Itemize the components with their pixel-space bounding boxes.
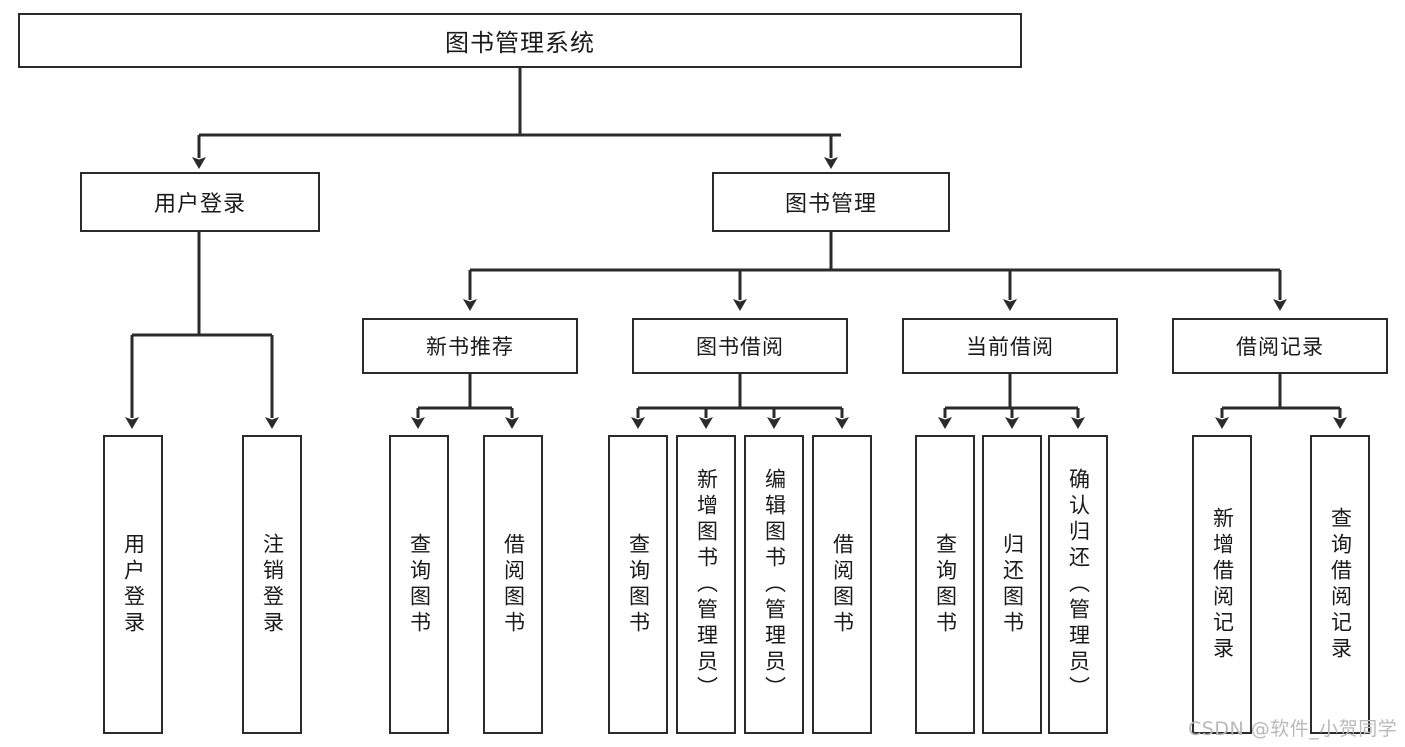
node-label: 图书借阅 [696, 335, 784, 359]
leaf-user-login[interactable]: 用户登录 [103, 435, 163, 734]
leaf-query-book-3[interactable]: 查询图书 [915, 435, 975, 734]
node-label: 借阅图书 [501, 532, 526, 637]
leaf-add-book[interactable]: 新增图书（管理员） [676, 435, 736, 734]
node-book-manage[interactable]: 图书管理 [712, 172, 950, 232]
node-current-borrow[interactable]: 当前借阅 [902, 318, 1118, 374]
node-label: 借阅记录 [1236, 335, 1324, 359]
csdn-watermark: CSDN @软件_小贺同学 [1188, 718, 1398, 740]
node-label: 归还图书 [1000, 532, 1025, 637]
node-label: 图书管理系统 [445, 29, 595, 57]
leaf-query-book-1[interactable]: 查询图书 [389, 435, 449, 734]
node-label: 注销登录 [260, 532, 285, 637]
node-label: 查询图书 [626, 532, 651, 637]
node-label: 新增图书（管理员） [694, 467, 719, 702]
node-label: 查询图书 [933, 532, 958, 637]
node-new-book-recommend[interactable]: 新书推荐 [362, 318, 578, 374]
node-label: 图书管理 [784, 192, 877, 217]
leaf-query-book-2[interactable]: 查询图书 [608, 435, 668, 734]
node-label: 查询图书 [407, 532, 432, 637]
leaf-edit-book[interactable]: 编辑图书（管理员） [744, 435, 804, 734]
leaf-confirm-return[interactable]: 确认归还（管理员） [1048, 435, 1108, 734]
leaf-user-logout[interactable]: 注销登录 [242, 435, 302, 734]
node-user-login[interactable]: 用户登录 [80, 172, 320, 232]
leaf-add-record[interactable]: 新增借阅记录 [1192, 435, 1252, 734]
node-label: 借阅图书 [830, 532, 855, 637]
node-label: 查询借阅记录 [1328, 506, 1353, 663]
leaf-query-record[interactable]: 查询借阅记录 [1310, 435, 1370, 734]
node-borrow-record[interactable]: 借阅记录 [1172, 318, 1388, 374]
node-label: 新书推荐 [426, 335, 514, 359]
node-label: 用户登录 [121, 532, 146, 637]
node-label: 编辑图书（管理员） [762, 467, 787, 702]
node-root-system[interactable]: 图书管理系统 [18, 13, 1022, 68]
node-book-borrow[interactable]: 图书借阅 [632, 318, 848, 374]
node-label: 确认归还（管理员） [1066, 467, 1091, 702]
node-label: 用户登录 [153, 192, 246, 217]
node-label: 当前借阅 [966, 335, 1054, 359]
leaf-borrow-book-1[interactable]: 借阅图书 [483, 435, 543, 734]
leaf-borrow-book-2[interactable]: 借阅图书 [812, 435, 872, 734]
node-label: 新增借阅记录 [1210, 506, 1235, 663]
leaf-return-book[interactable]: 归还图书 [982, 435, 1042, 734]
